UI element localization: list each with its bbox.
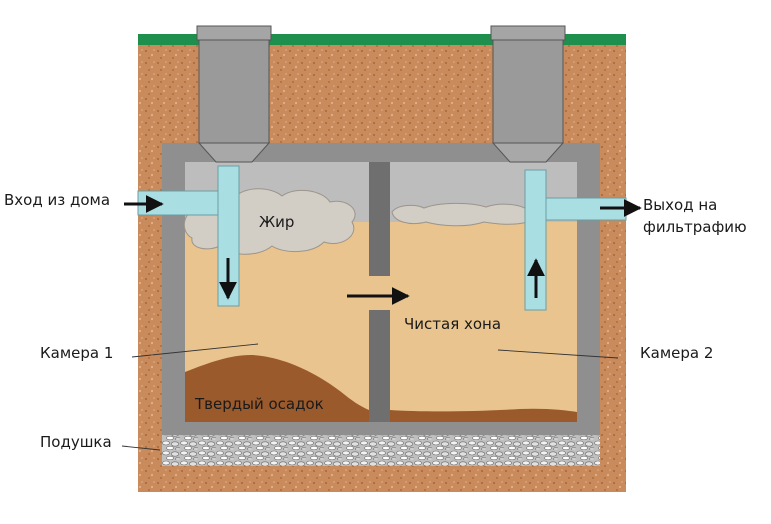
chamber1-leader bbox=[131, 343, 259, 358]
shaft-right-cap bbox=[490, 25, 566, 41]
fat-label: Жир bbox=[259, 213, 294, 231]
inlet-pipe-vertical bbox=[217, 165, 240, 307]
grass bbox=[138, 34, 626, 45]
partition-lower bbox=[369, 310, 390, 422]
outlet-label-line2: фильтрафию bbox=[643, 218, 747, 236]
clean-zone-label: Чистая хона bbox=[404, 315, 501, 333]
sediment-chamber1 bbox=[185, 354, 369, 422]
chamber1-label: Камера 1 bbox=[40, 344, 113, 362]
sediment-chamber2 bbox=[390, 408, 577, 422]
partition-upper bbox=[369, 162, 390, 276]
shaft-left bbox=[198, 39, 270, 144]
chamber2-leader bbox=[497, 349, 619, 359]
chamber2-label: Камера 2 bbox=[640, 344, 713, 362]
shaft-right bbox=[492, 39, 564, 144]
cushion-label: Подушка bbox=[40, 433, 112, 451]
shaft-left-cap bbox=[196, 25, 272, 41]
sediment-label: Твердый осадок bbox=[194, 395, 324, 413]
inlet-label: Вход из дома bbox=[4, 191, 110, 209]
gravel-cushion bbox=[162, 434, 600, 466]
cushion-leader bbox=[121, 445, 161, 451]
outlet-label-line1: Выход на bbox=[643, 196, 717, 214]
fat-layer-chamber2 bbox=[391, 202, 529, 227]
shaft-left-funnel bbox=[197, 142, 271, 163]
shaft-right-funnel bbox=[491, 142, 565, 163]
